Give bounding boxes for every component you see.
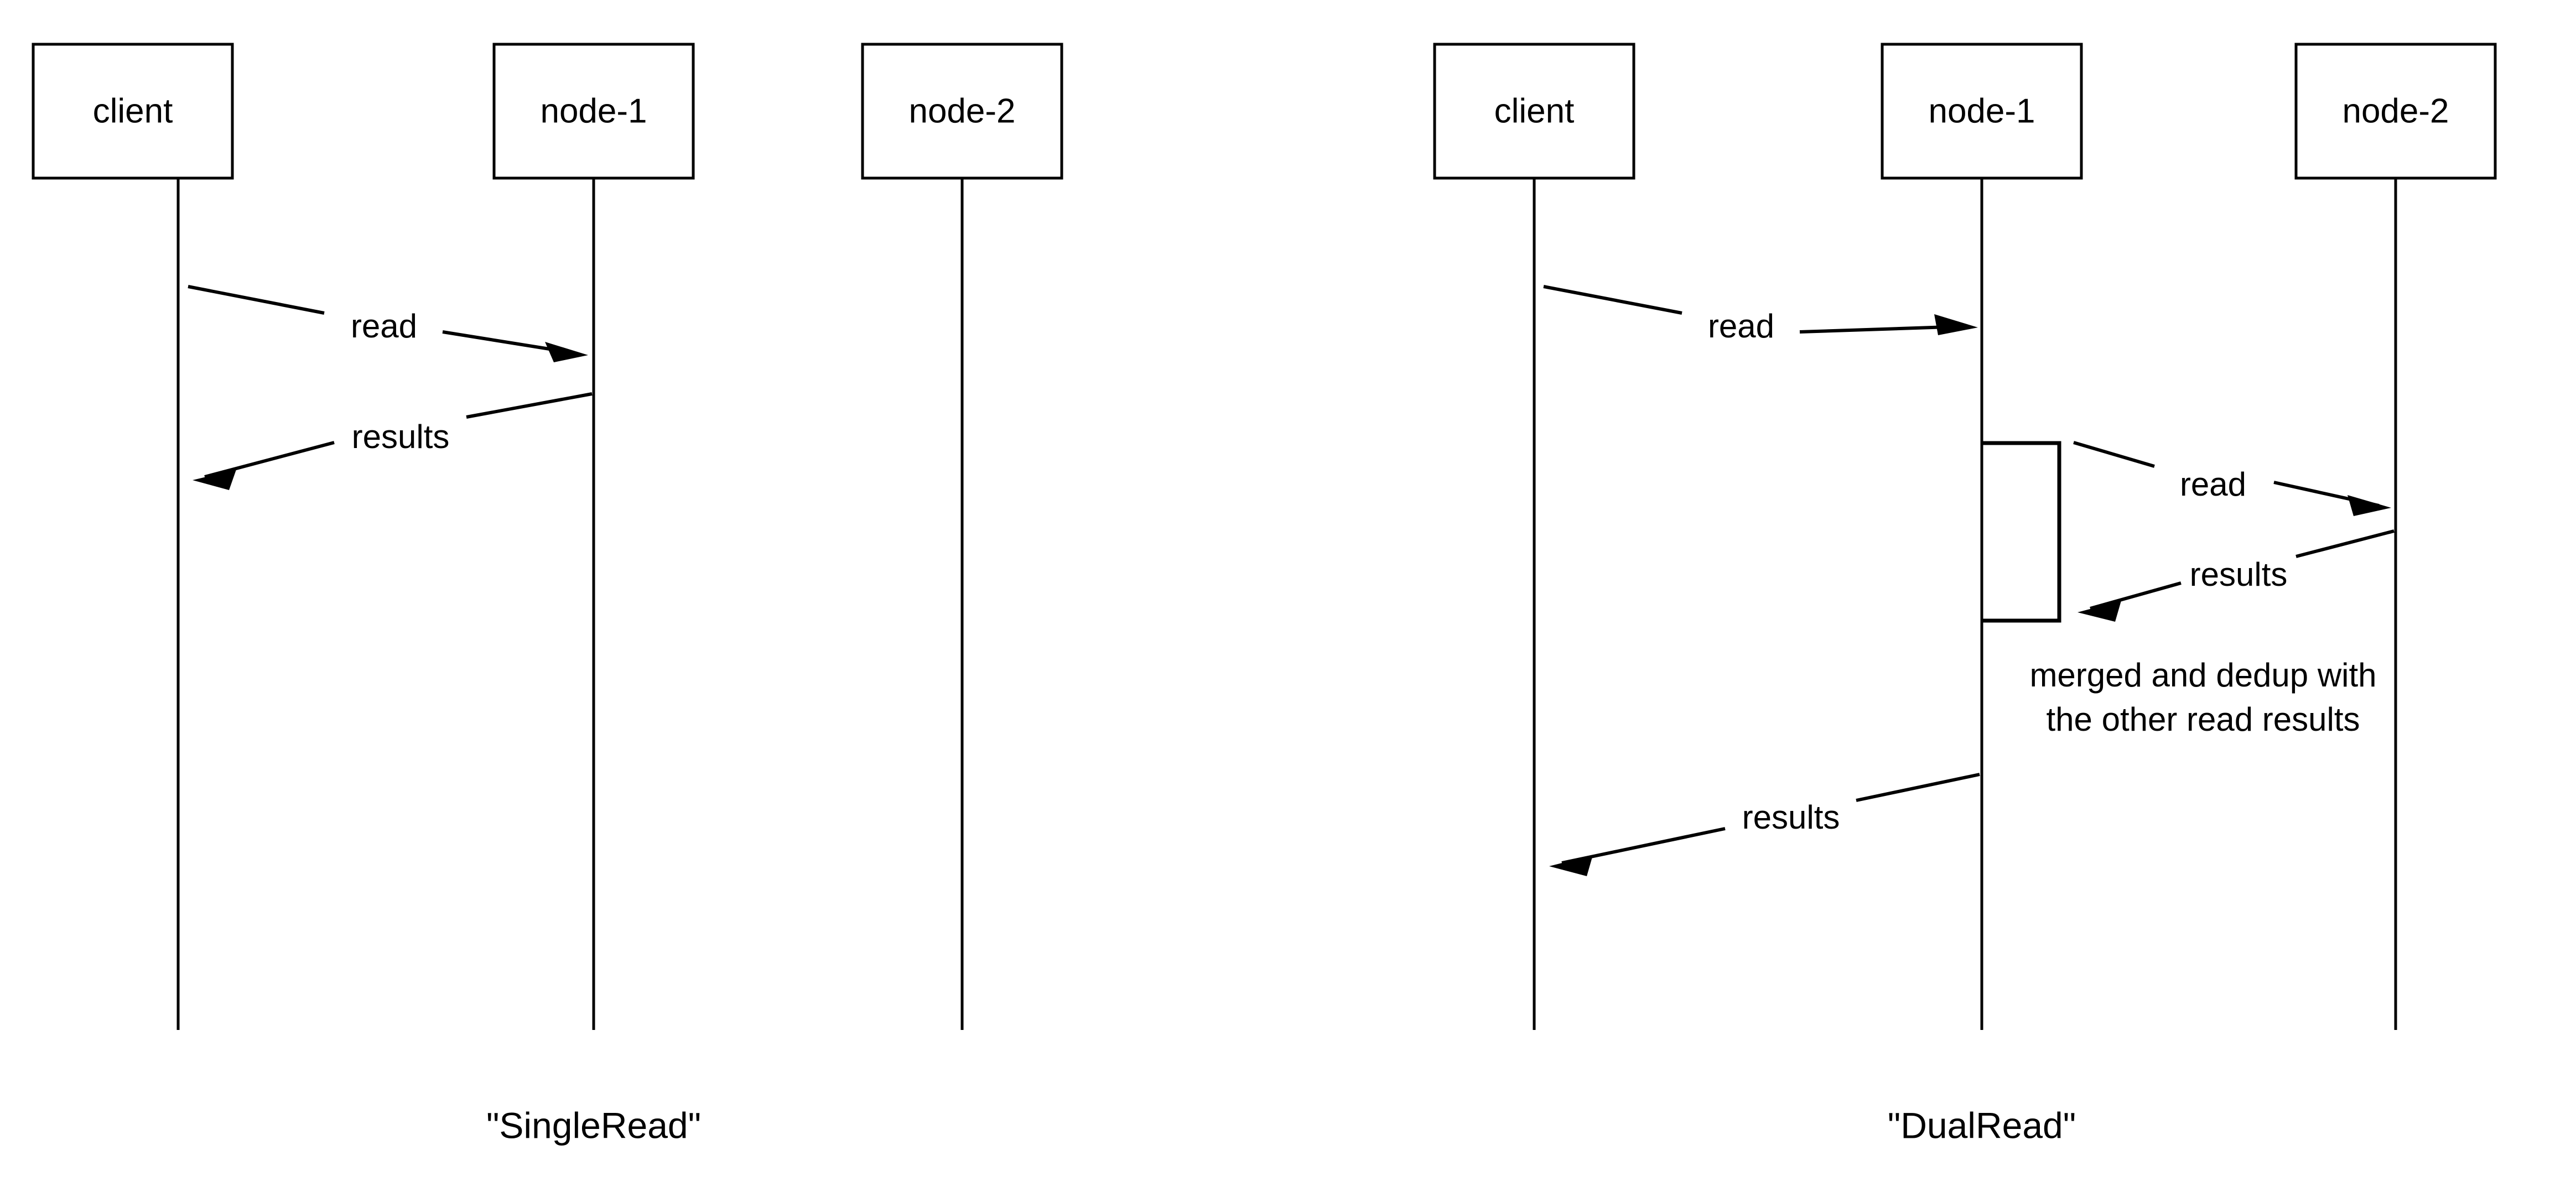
- message-read-client-node1[interactable]: read: [188, 285, 588, 362]
- message-results-node1-client[interactable]: results: [193, 392, 593, 490]
- message-read-node1-node2[interactable]: read: [2073, 441, 2391, 516]
- message-line-segment-right: [466, 392, 593, 419]
- message-line-segment-right: [1856, 773, 1980, 802]
- participant-box-node-2[interactable]: [2294, 43, 2497, 180]
- arrow-head-icon: [1934, 314, 1978, 335]
- message-line-segment-left: [2073, 441, 2155, 468]
- message-line-segment-left: [204, 441, 335, 478]
- panel-single-read: client node-1 node-2 read: [32, 43, 1063, 1146]
- message-line-segment-left: [2090, 581, 2182, 610]
- panel-caption-dual-read: "DualRead": [1888, 1105, 2076, 1146]
- message-label-read: read: [1708, 308, 1774, 345]
- note-line-1: merged and dedup with: [2029, 657, 2376, 694]
- participant-label-node-1: node-1: [1928, 92, 2035, 130]
- participant-label-node-2: node-2: [908, 92, 1015, 130]
- message-label-results: results: [352, 418, 450, 455]
- arrow-head-icon: [1549, 855, 1593, 876]
- participant-box-client[interactable]: [32, 43, 234, 180]
- participant-node-1[interactable]: node-1: [492, 43, 695, 180]
- panel-caption-single-read: "SingleRead": [486, 1105, 701, 1146]
- note-merged-dedup: merged and dedup with the other read res…: [2029, 657, 2376, 738]
- message-results-node1-client[interactable]: results: [1549, 773, 1980, 876]
- message-line-segment-right: [2295, 529, 2395, 558]
- participant-box-node-1[interactable]: [1881, 43, 2083, 180]
- participant-label-client: client: [93, 92, 173, 130]
- participant-client[interactable]: client: [1433, 43, 1635, 180]
- note-line-2: the other read results: [2047, 701, 2360, 738]
- participant-label-client: client: [1494, 92, 1575, 130]
- arrow-head-icon: [545, 342, 588, 362]
- message-read-client-node1[interactable]: read: [1543, 285, 1978, 345]
- activation-bar-node-1: [1982, 441, 2061, 623]
- participant-node-1[interactable]: node-1: [1881, 43, 2083, 180]
- panel-dual-read: client node-1 node-2 read: [1433, 43, 2497, 1146]
- message-label-read: read: [2180, 466, 2246, 503]
- participant-node-2[interactable]: node-2: [2294, 43, 2497, 180]
- participant-box-client[interactable]: [1433, 43, 1635, 180]
- participant-box-node-2[interactable]: [861, 43, 1063, 180]
- participant-label-node-1: node-1: [540, 92, 647, 130]
- arrow-head-icon: [193, 470, 236, 490]
- participant-label-node-2: node-2: [2342, 92, 2449, 130]
- message-line-segment-left: [188, 285, 325, 315]
- participant-client[interactable]: client: [32, 43, 234, 180]
- message-line-segment-left: [1543, 285, 1682, 315]
- arrow-head-icon: [2348, 495, 2391, 516]
- message-results-node2-node1[interactable]: results: [2078, 529, 2395, 622]
- message-label-read: read: [351, 308, 417, 345]
- message-label-results: results: [2190, 556, 2288, 593]
- arrow-head-icon: [2078, 601, 2121, 622]
- participant-node-2[interactable]: node-2: [861, 43, 1063, 180]
- participant-box-node-1[interactable]: [492, 43, 695, 180]
- message-label-results: results: [1742, 799, 1840, 836]
